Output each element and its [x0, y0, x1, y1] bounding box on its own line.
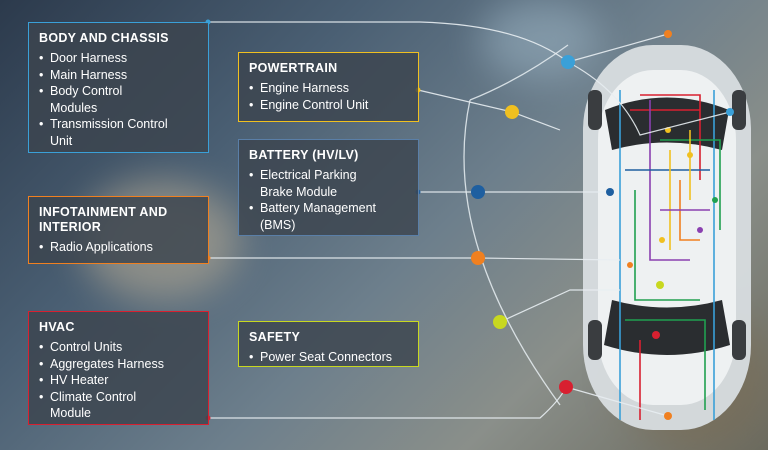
list-item: Control Units [39, 339, 198, 356]
connector-arc [469, 44, 569, 101]
safety-node [493, 315, 507, 329]
panel-title: BATTERY (HV/LV) [249, 148, 359, 162]
infotainment-panel: INFOTAINMENT AND INTERIOR Radio Applicat… [28, 196, 209, 264]
connector-arc [463, 99, 561, 406]
list-item: Transmission Control Unit [39, 116, 170, 149]
end-node [726, 108, 734, 116]
list-item: Aggregates Harness [39, 356, 198, 373]
list-item: Engine Harness [249, 80, 408, 97]
list-item: Body Control Modules [39, 83, 160, 116]
panel-title: HVAC [39, 320, 75, 334]
list-item: Electrical Parking Brake Module [249, 167, 390, 200]
hvac-node [559, 380, 573, 394]
body-chassis-node [561, 55, 575, 69]
list-item: Engine Control Unit [249, 97, 408, 114]
panel-title: POWERTRAIN [249, 61, 338, 75]
background-blur [480, 0, 600, 80]
end-node [664, 30, 672, 38]
hvac-panel: HVAC Control Units Aggregates Harness HV… [28, 311, 209, 425]
body-chassis-panel: BODY AND CHASSIS Door Harness Main Harne… [28, 22, 209, 153]
car-illustration [583, 45, 751, 430]
list-item: Power Seat Connectors [249, 349, 408, 366]
list-item: Door Harness [39, 50, 198, 67]
panel-title: SAFETY [249, 330, 301, 344]
powertrain-node [505, 105, 519, 119]
list-item: Main Harness [39, 67, 198, 84]
list-item: HV Heater [39, 372, 198, 389]
list-item: Battery Management (BMS) [249, 200, 410, 233]
panel-title: BODY AND CHASSIS [39, 31, 169, 45]
battery-node [471, 185, 485, 199]
battery-panel: BATTERY (HV/LV) Electrical Parking Brake… [238, 139, 419, 236]
list-item: Climate Control Module [39, 389, 170, 422]
safety-panel: SAFETY Power Seat Connectors [238, 321, 419, 367]
panel-title: INFOTAINMENT AND INTERIOR [39, 205, 168, 234]
list-item: Radio Applications [39, 239, 198, 256]
end-node [606, 188, 614, 196]
infotainment-node [471, 251, 485, 265]
end-node [664, 412, 672, 420]
harness-wires [619, 90, 721, 420]
powertrain-panel: POWERTRAIN Engine Harness Engine Control… [238, 52, 419, 122]
